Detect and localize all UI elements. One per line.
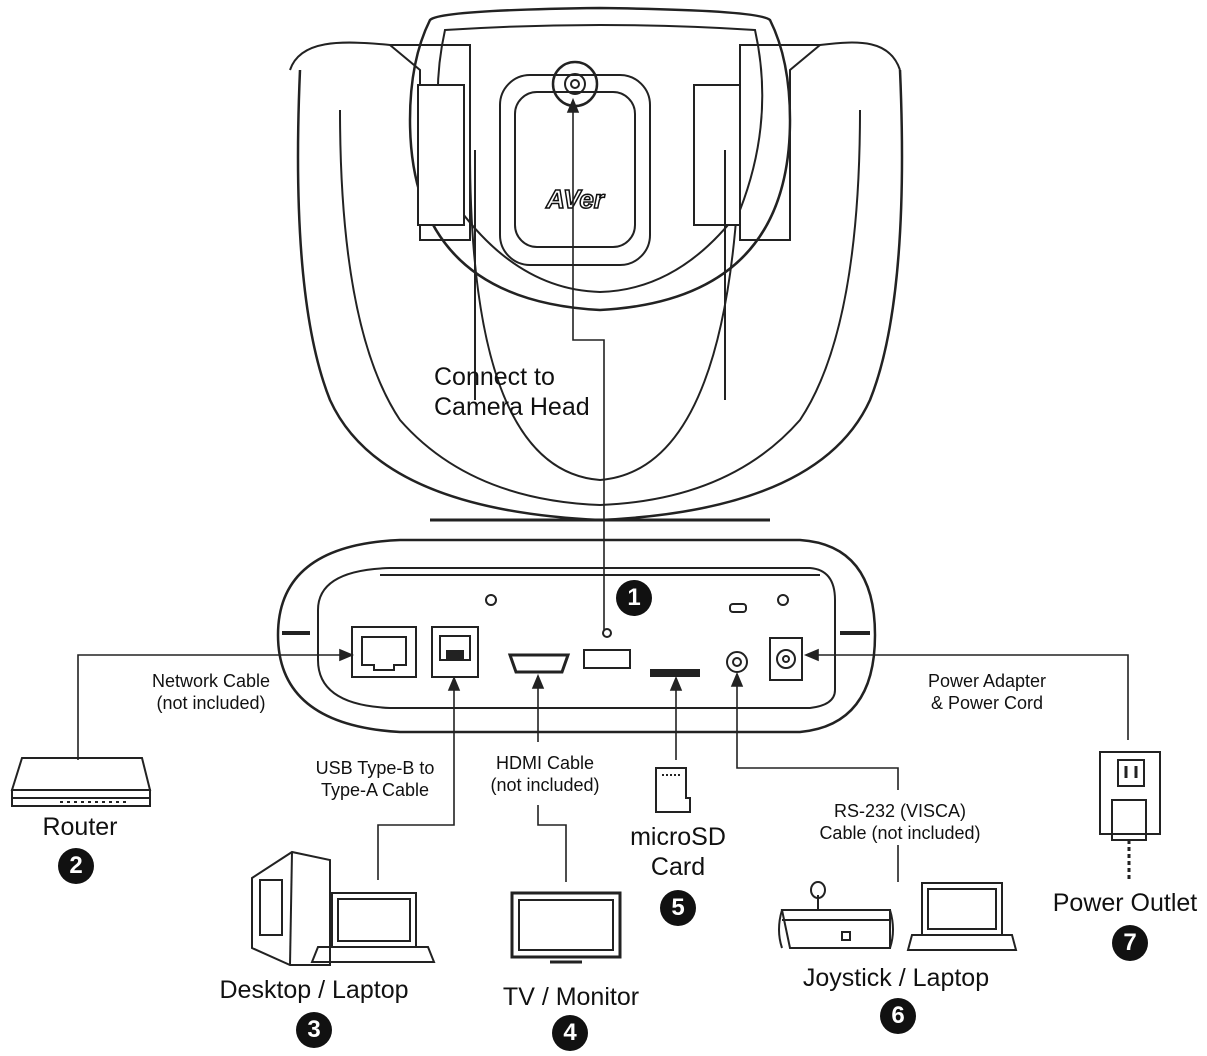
joystick-laptop-icon [778,881,1018,951]
usb-cable-label: USB Type-B to Type-A Cable [315,758,435,800]
badge-2: 2 [58,848,94,884]
badge-3: 3 [296,1012,332,1048]
rs232-cable-label: RS-232 (VISCA) Cable (not included) [819,801,981,843]
aver-logo: AVer [545,184,606,214]
badge-5: 5 [660,890,696,926]
connector-lines [77,97,1129,882]
badge-4: 4 [552,1015,588,1051]
hdmi-cable-label: HDMI Cable (not included) [490,753,600,795]
badge-6: 6 [880,998,916,1034]
power-outlet-label: Power Outlet [1052,889,1198,917]
desktop-laptop-label: Desktop / Laptop [219,976,409,1004]
network-cable-label: Network Cable (not included) [151,671,271,713]
tv-monitor-icon [510,891,622,964]
camera-base [276,538,877,734]
joystick-laptop-label: Joystick / Laptop [802,964,990,992]
microsd-label: microSD Card [630,823,726,881]
badge-1: 1 [616,580,652,616]
connect-camera-head-label: Connect to Camera Head [434,363,590,421]
power-adapter-label: Power Adapter & Power Cord [927,671,1047,713]
tv-monitor-label: TV / Monitor [502,983,640,1011]
microsd-card-icon [655,767,691,813]
router-label: Router [42,813,118,841]
power-outlet-icon [1099,751,1161,880]
camera-head [289,6,904,522]
router-icon [10,757,152,807]
badge-7: 7 [1112,925,1148,961]
desktop-laptop-icon [251,850,436,966]
